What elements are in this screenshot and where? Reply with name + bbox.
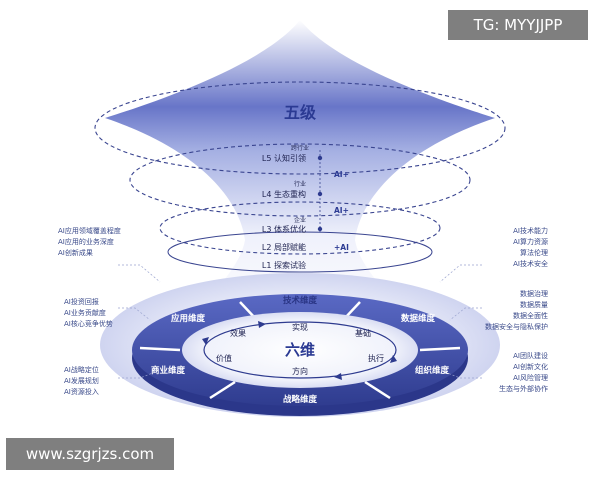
level-l4-tag: 行业 bbox=[294, 180, 306, 188]
level-l5-label: L5 认知引领 bbox=[262, 153, 306, 163]
dimension-business: 商业维度 bbox=[151, 365, 186, 376]
cycle-value: 价值 bbox=[216, 353, 232, 363]
annotation-item: AI创新成果 bbox=[58, 249, 93, 257]
annotation-item: AI技术能力 bbox=[513, 227, 548, 235]
inner-cycle bbox=[203, 321, 397, 379]
level-ring-l5 bbox=[94, 81, 506, 175]
annotation-item: AI核心竞争优势 bbox=[64, 320, 113, 328]
cycle-arrow-left bbox=[202, 337, 209, 345]
levels-title: 五级 bbox=[284, 103, 317, 122]
level-l3-tag: 企业 bbox=[294, 216, 306, 224]
level-l2-label: L2 局部赋能 bbox=[262, 242, 306, 252]
cycle-direction: 方向 bbox=[292, 366, 308, 376]
annotation-item: 算法伦理 bbox=[520, 249, 548, 257]
cycle-practice: 实现 bbox=[292, 322, 308, 332]
level-l1-label: L1 探索试验 bbox=[262, 260, 306, 270]
annotation-item: AI技术安全 bbox=[513, 260, 548, 268]
annotation-application: AI应用领域覆盖程度 AI应用的业务深度 AI创新成果 bbox=[58, 226, 121, 259]
annotation-item: AI创新文化 bbox=[513, 363, 548, 371]
annotation-item: AI资源投入 bbox=[64, 388, 99, 396]
annotation-org: AI团队建设 AI创新文化 AI风险管理 生态与外部协作 bbox=[499, 351, 548, 395]
annotation-tech: AI技术能力 AI算力资源 算法伦理 AI技术安全 bbox=[513, 226, 548, 270]
level-l3-label: L3 体系优化 bbox=[262, 224, 306, 234]
level-ring-l1 bbox=[167, 231, 433, 273]
cycle-effect: 效果 bbox=[230, 328, 246, 338]
cycle-arrow-right bbox=[390, 355, 397, 363]
annotation-item: 数据质量 bbox=[520, 301, 548, 309]
ai-plus-2: AI+ bbox=[334, 206, 349, 215]
level-ring-l3 bbox=[159, 201, 441, 255]
ai-plus-1: AI+ bbox=[334, 170, 349, 179]
dimension-tech: 技术维度 bbox=[283, 295, 318, 306]
annotation-item: 数据安全与隐私保护 bbox=[485, 323, 548, 331]
annotation-item: AI算力资源 bbox=[513, 238, 548, 246]
level-dot-l5 bbox=[317, 155, 323, 161]
annotation-item: 数据治理 bbox=[520, 290, 548, 298]
watermark-website: www.szgrjzs.com bbox=[6, 438, 174, 470]
annotation-item: AI团队建设 bbox=[513, 352, 548, 360]
annotation-item: AI投资回报 bbox=[64, 298, 99, 306]
cycle-foundation: 基础 bbox=[355, 328, 371, 338]
level-ring-l4 bbox=[129, 143, 471, 217]
annotation-strategy: AI战略定位 AI发展规划 AI资源投入 bbox=[64, 365, 99, 398]
dimension-application: 应用维度 bbox=[171, 313, 206, 324]
annotation-item: AI发展规划 bbox=[64, 377, 99, 385]
annotation-item: AI战略定位 bbox=[64, 366, 99, 374]
annotation-item: 数据全面性 bbox=[513, 312, 548, 320]
plus-ai: +AI bbox=[334, 243, 349, 252]
dimension-data: 数据维度 bbox=[401, 313, 436, 324]
annotation-item: AI业务贡献度 bbox=[64, 309, 106, 317]
watermark-telegram: TG: MYYJJPP bbox=[448, 10, 588, 40]
annotation-business: AI投资回报 AI业务贡献度 AI核心竞争优势 bbox=[64, 297, 113, 330]
annotation-data: 数据治理 数据质量 数据全面性 数据安全与隐私保护 bbox=[485, 289, 548, 333]
cycle-execution: 执行 bbox=[368, 353, 384, 363]
level-l4-label: L4 生态重构 bbox=[262, 189, 306, 199]
level-dot-l4 bbox=[317, 191, 323, 197]
dimensions-title: 六维 bbox=[285, 341, 315, 359]
level-l5-tag: 跨行业 bbox=[291, 144, 309, 152]
annotation-leaders bbox=[118, 264, 482, 379]
annotation-item: AI风险管理 bbox=[513, 374, 548, 382]
cone-shape bbox=[105, 20, 495, 330]
level-dot-l3 bbox=[317, 226, 323, 232]
dimension-org: 组织维度 bbox=[415, 365, 450, 376]
cycle-arrow-top bbox=[258, 321, 266, 328]
cycle-arrow-bottom bbox=[334, 373, 342, 380]
annotation-item: AI应用领域覆盖程度 bbox=[58, 227, 121, 235]
annotation-item: 生态与外部协作 bbox=[499, 385, 548, 393]
annotation-item: AI应用的业务深度 bbox=[58, 238, 114, 246]
inner-disc bbox=[182, 312, 418, 388]
dimension-strategy: 战略维度 bbox=[283, 394, 318, 405]
